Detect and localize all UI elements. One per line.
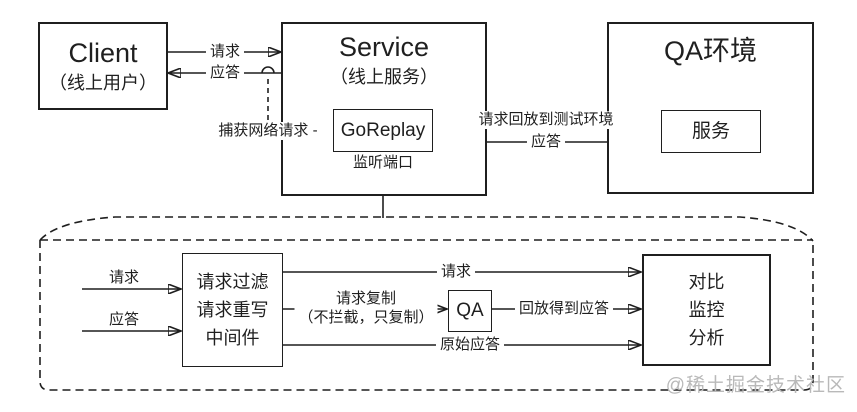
client-subtitle: （线上用户） (49, 72, 157, 93)
capture-network-request-label: 捕获网络请求 - (214, 122, 322, 140)
request-label-top: 请求 (205, 43, 245, 61)
qa-service-label: 服务 (691, 120, 730, 142)
compare-line-3: 分析 (688, 328, 725, 348)
response-label-top: 应答 (205, 64, 245, 82)
middleware-line-2: 请求重写 (196, 300, 269, 320)
qa-service-box: 服务 (661, 110, 761, 153)
juejin-watermark: @稀土掘金技术社区 (665, 375, 846, 396)
replay-got-response-label: 回放得到应答 (514, 300, 614, 318)
tap-junction-bump (261, 66, 275, 74)
detail-container-arch-top (39, 216, 814, 242)
detail-container-body (39, 240, 814, 391)
goreplay-label: GoReplay (340, 119, 426, 141)
goreplay-box: GoReplay (333, 109, 433, 152)
request-copy-label: 请求复制 （不拦截，只复制） (294, 289, 438, 327)
middleware-line-1: 请求过滤 (196, 272, 269, 292)
replay-response-label-top: 应答 (526, 133, 566, 151)
service-title: Service (338, 32, 430, 62)
compare-monitor-analyze-box: 对比 监控 分析 (642, 254, 771, 366)
middleware-line-3: 中间件 (205, 328, 260, 348)
qa-box: QA (448, 290, 492, 332)
listen-port-label: 监听端口 (352, 154, 414, 171)
compare-line-2: 监控 (688, 300, 725, 320)
compare-line-1: 对比 (688, 272, 725, 292)
qa-box-label: QA (456, 300, 484, 321)
qa-env-title: QA环境 (663, 36, 757, 66)
client-box: Client （线上用户） (38, 22, 168, 110)
original-response-label: 原始应答 (435, 336, 505, 354)
replay-to-test-label: 请求回放到测试环境 (474, 111, 618, 129)
client-title: Client (68, 37, 138, 68)
response-in-label: 应答 (108, 311, 140, 328)
request-copy-line-1: 请求复制 (335, 290, 397, 307)
request-copy-line-2: （不拦截，只复制） (298, 309, 434, 326)
request-in-label: 请求 (108, 269, 140, 286)
qa-env-box: QA环境 (607, 22, 814, 194)
service-subtitle: （线上服务） (330, 67, 438, 87)
request-out-label: 请求 (436, 263, 476, 281)
middleware-box: 请求过滤 请求重写 中间件 (182, 253, 283, 367)
